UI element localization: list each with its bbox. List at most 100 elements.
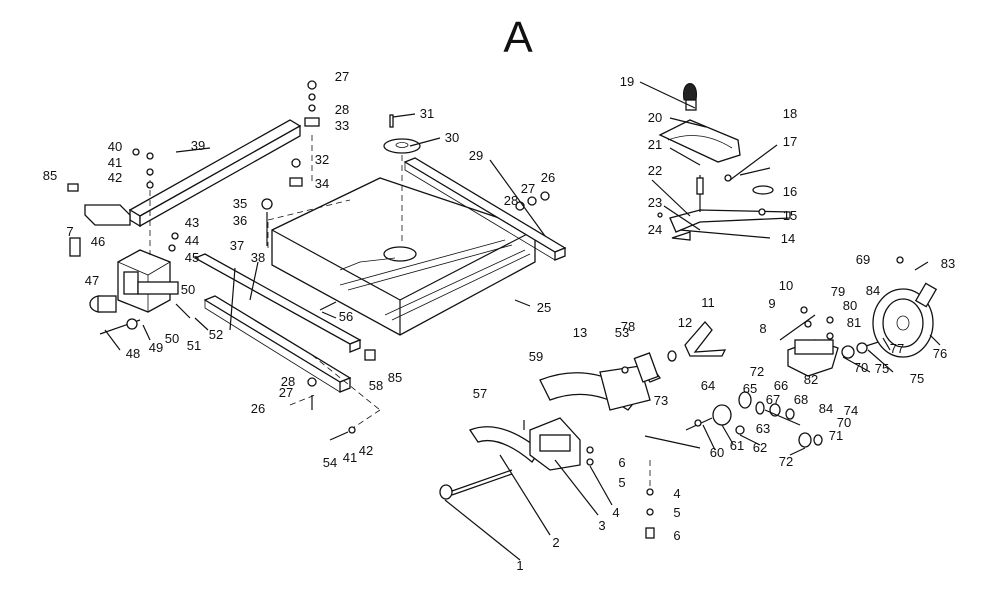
callout-30: 30 <box>445 130 459 145</box>
callout-36: 36 <box>233 213 247 228</box>
callout-45: 45 <box>185 250 199 265</box>
callout-50b: 50 <box>165 331 179 346</box>
callout-62: 62 <box>753 440 767 455</box>
fence-clamp <box>69 237 179 335</box>
callout-54: 54 <box>323 455 337 470</box>
callout-80: 80 <box>843 298 857 313</box>
callout-18: 18 <box>783 106 797 121</box>
callout-81: 81 <box>847 315 861 330</box>
callout-26a: 26 <box>541 170 555 185</box>
callout-48: 48 <box>126 346 140 361</box>
callout-5a: 5 <box>618 475 625 490</box>
fence-bar <box>84 119 302 228</box>
callout-21: 21 <box>648 137 662 152</box>
callout-27a: 27 <box>335 69 349 84</box>
callout-73: 73 <box>654 393 668 408</box>
callout-38: 38 <box>251 250 265 265</box>
callout-8: 8 <box>759 321 766 336</box>
callout-9: 9 <box>768 296 775 311</box>
callout-19: 19 <box>620 74 634 89</box>
elevation-assembly <box>621 256 938 448</box>
callout-27c: 27 <box>279 385 293 400</box>
callout-11: 11 <box>701 295 715 310</box>
callout-27b: 27 <box>521 181 535 196</box>
callout-76: 76 <box>933 346 947 361</box>
leader-lines <box>104 81 941 561</box>
callout-26b: 26 <box>251 401 265 416</box>
callout-25: 25 <box>537 300 551 315</box>
callout-49: 49 <box>149 340 163 355</box>
callout-50a: 50 <box>181 282 195 297</box>
callout-labels: 1 2 3 4 4 5 5 6 6 7 8 9 10 11 12 13 14 1… <box>43 69 955 573</box>
callout-53: 53 <box>615 325 629 340</box>
diagram-title: A <box>503 13 533 62</box>
callout-37: 37 <box>230 238 244 253</box>
callout-72a: 72 <box>750 364 764 379</box>
callout-12: 12 <box>678 315 692 330</box>
callout-29: 29 <box>469 148 483 163</box>
trunnion-assembly <box>439 365 655 539</box>
callout-56: 56 <box>339 309 353 324</box>
callout-59: 59 <box>529 349 543 364</box>
callout-52: 52 <box>209 327 223 342</box>
callout-60: 60 <box>710 445 724 460</box>
callout-65: 65 <box>743 381 757 396</box>
callout-28b: 28 <box>504 193 518 208</box>
callout-42a: 42 <box>108 170 122 185</box>
callout-84a: 84 <box>866 283 880 298</box>
callout-13: 13 <box>573 325 587 340</box>
callout-70b: 70 <box>837 415 851 430</box>
bevel-scale-assembly <box>657 83 791 241</box>
callout-58: 58 <box>369 378 383 393</box>
callout-72b: 72 <box>779 454 793 469</box>
callout-41b: 41 <box>343 450 357 465</box>
callout-44: 44 <box>185 233 199 248</box>
callout-42b: 42 <box>359 443 373 458</box>
callout-69: 69 <box>856 252 870 267</box>
callout-67: 67 <box>766 392 780 407</box>
callout-46: 46 <box>91 234 105 249</box>
callout-7: 7 <box>66 224 73 239</box>
callout-74: 74 <box>844 403 858 418</box>
callout-57: 57 <box>473 386 487 401</box>
callout-16: 16 <box>783 184 797 199</box>
callout-68: 68 <box>794 392 808 407</box>
throat-insert <box>383 114 421 245</box>
callout-15: 15 <box>783 208 797 223</box>
callout-82: 82 <box>804 372 818 387</box>
callout-66: 66 <box>774 378 788 393</box>
callout-34: 34 <box>315 176 329 191</box>
callout-28a: 28 <box>335 102 349 117</box>
callout-24: 24 <box>648 222 662 237</box>
callout-35: 35 <box>233 196 247 211</box>
callout-84b: 84 <box>819 401 833 416</box>
guide-rail <box>193 253 376 393</box>
callout-28c: 28 <box>281 374 295 389</box>
callout-31: 31 <box>420 106 434 121</box>
table-top <box>271 177 536 336</box>
callout-3: 3 <box>598 518 605 533</box>
callout-32b: 32 <box>315 152 329 167</box>
callout-39: 39 <box>191 138 205 153</box>
callout-4b: 4 <box>673 486 680 501</box>
hardware-left <box>67 80 550 441</box>
callout-85b: 85 <box>388 370 402 385</box>
callout-40: 40 <box>108 139 122 154</box>
callout-75b: 75 <box>910 371 924 386</box>
callout-63: 63 <box>756 421 770 436</box>
callout-43: 43 <box>185 215 199 230</box>
callout-2: 2 <box>552 535 559 550</box>
callout-77: 77 <box>890 341 904 356</box>
callout-6b: 6 <box>673 528 680 543</box>
callout-51: 51 <box>187 338 201 353</box>
callout-64: 64 <box>701 378 715 393</box>
callout-78: 78 <box>621 319 635 334</box>
front-rail <box>403 157 567 261</box>
callout-47: 47 <box>85 273 99 288</box>
callout-17: 17 <box>783 134 797 149</box>
callout-33: 33 <box>335 118 349 133</box>
callout-5b: 5 <box>673 505 680 520</box>
callout-71: 71 <box>829 428 843 443</box>
callout-61: 61 <box>730 438 744 453</box>
